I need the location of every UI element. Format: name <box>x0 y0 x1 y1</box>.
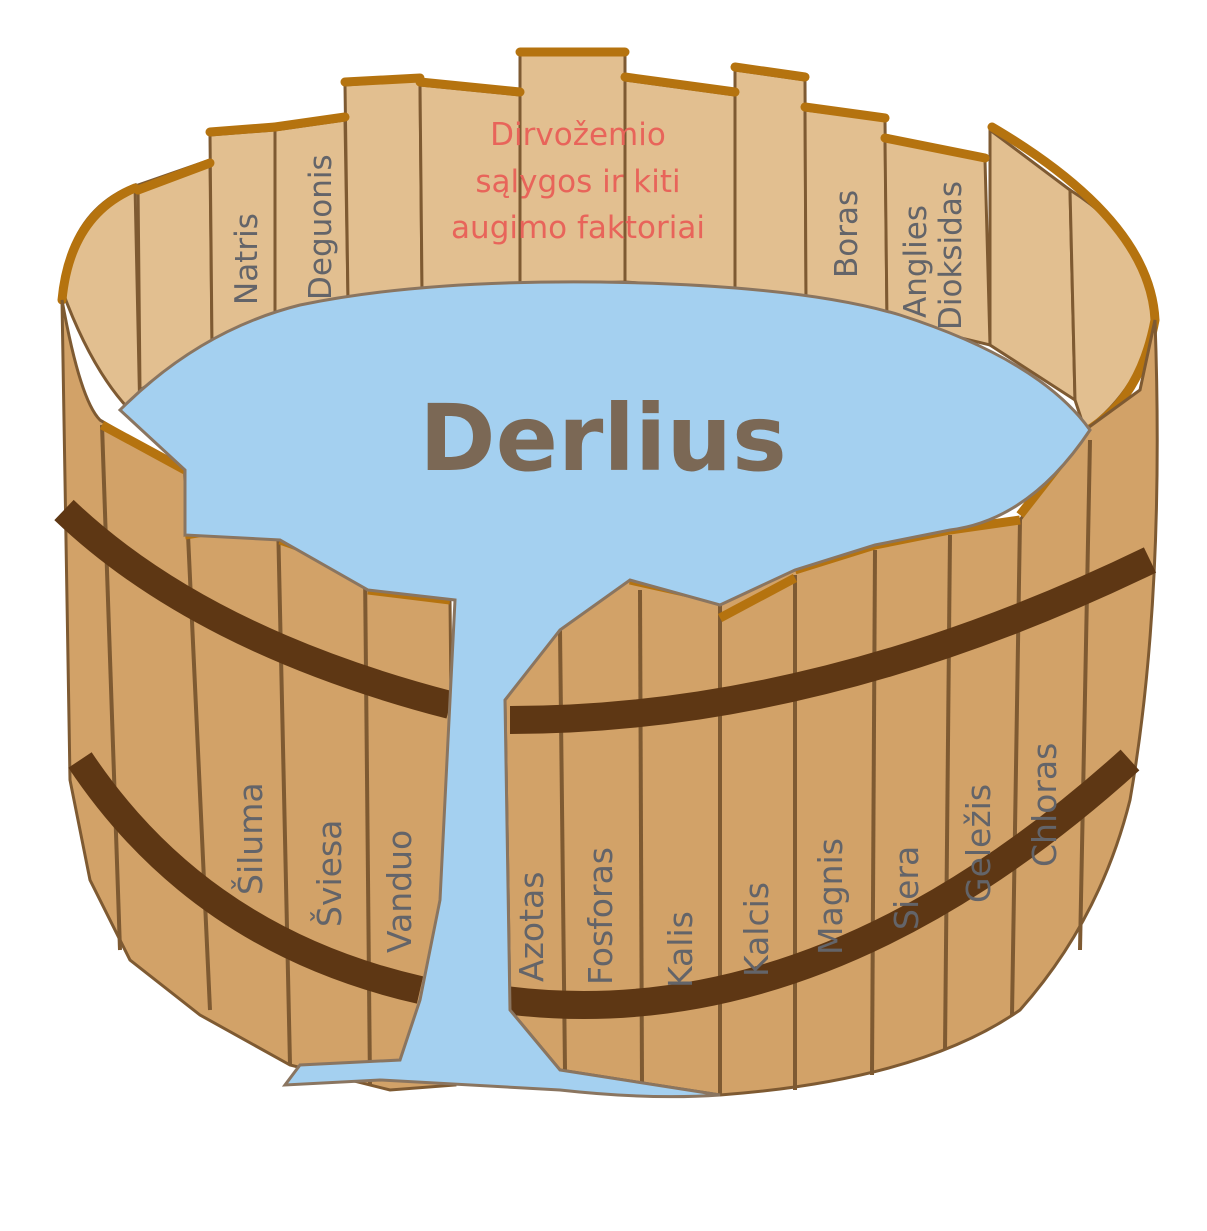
inner-stave-label-dioksidas: Dioksidas <box>933 181 969 330</box>
stave-label-magnis: Magnis <box>811 838 850 955</box>
upper-hoop-left <box>54 499 454 719</box>
upper-hoop-right <box>509 547 1157 734</box>
lower-hoop-right <box>503 749 1140 1019</box>
inner-stave-label-boras: Boras <box>829 190 865 278</box>
inner-stave-label-anglies: Anglies <box>898 205 934 318</box>
stave-label-kalis: Kalis <box>661 911 700 988</box>
barrel-outer-body <box>60 299 1159 1097</box>
highlight-line-1: Dirvožemio <box>490 117 666 153</box>
highlight-factor-label: Dirvožemio sąlygos ir kiti augimo faktor… <box>451 117 705 246</box>
outer-stave-labels: Šiluma Šviesa Vanduo Azotas Fosforas Kal… <box>230 743 1064 988</box>
barrel-hoops <box>54 499 1157 1019</box>
barrel-back-rim <box>57 47 1160 437</box>
stave-label-chloras: Chloras <box>1025 743 1064 867</box>
stave-label-azotas: Azotas <box>512 872 551 982</box>
stave-label-vanduo: Vanduo <box>380 830 419 953</box>
highlight-line-3: augimo faktoriai <box>451 210 705 246</box>
inner-stave-labels: Natris Deguonis Boras Anglies Dioksidas <box>229 154 969 330</box>
inner-stave-label-deguonis: Deguonis <box>303 154 339 300</box>
lower-hoop-left <box>68 752 424 1004</box>
diagram-title: Derlius <box>419 385 786 492</box>
stave-label-gelezis: Geležis <box>959 784 998 903</box>
stave-label-kalcis: Kalcis <box>737 882 776 977</box>
stave-label-sviesa: Šviesa <box>309 820 349 927</box>
inner-stave-label-natris: Natris <box>229 213 265 305</box>
highlight-line-2: sąlygos ir kiti <box>475 164 680 200</box>
water-surface <box>117 280 1092 1099</box>
stave-label-fosforas: Fosforas <box>581 847 620 985</box>
stave-label-siluma: Šiluma <box>230 782 270 895</box>
stave-label-siera: Siera <box>887 846 926 930</box>
